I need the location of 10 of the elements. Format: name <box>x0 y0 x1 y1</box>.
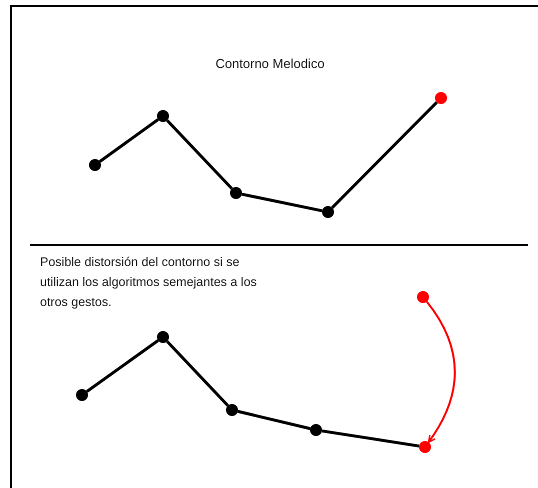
contour-line <box>86 339 159 393</box>
contour-line <box>166 340 229 407</box>
contour-line <box>242 192 322 212</box>
contour-line <box>237 410 311 430</box>
contour-line <box>166 119 233 190</box>
title: Contorno Melodico <box>214 55 326 73</box>
description-text: Posible distorsión del contorno si se utilizan los algoritmos semejantes a los otros gestos. <box>40 254 258 311</box>
contour-line <box>99 118 159 163</box>
contour-line <box>331 101 438 209</box>
contour-line <box>322 429 420 448</box>
